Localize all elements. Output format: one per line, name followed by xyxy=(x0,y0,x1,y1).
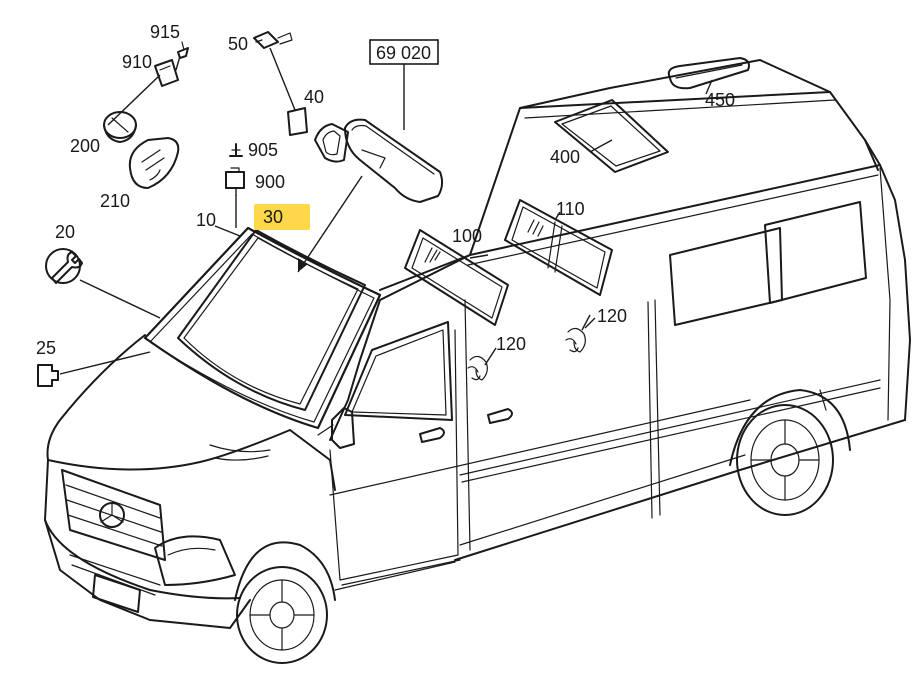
windshield-seal-part-30[interactable] xyxy=(177,229,366,411)
label-910: 910 xyxy=(122,52,152,72)
side-window-part-100[interactable] xyxy=(404,229,509,326)
side-window-part-110[interactable] xyxy=(504,199,613,296)
leader-lines xyxy=(59,47,713,375)
front-wheel xyxy=(236,566,328,664)
side-mirror xyxy=(317,407,355,449)
label-900: 900 xyxy=(255,172,285,192)
mirror-pad-part-40[interactable] xyxy=(287,107,308,136)
label-69020: 69 020 xyxy=(376,43,431,63)
clip-part-120-left[interactable] xyxy=(467,355,488,381)
sunroof-part-400[interactable] xyxy=(554,99,669,173)
pin-part-905[interactable] xyxy=(229,143,243,157)
interior-mirror-part-69020[interactable] xyxy=(344,118,444,203)
label-210: 210 xyxy=(100,191,130,211)
mirror-base-part-40a[interactable] xyxy=(314,123,349,163)
label-50: 50 xyxy=(228,34,248,54)
clip-icon xyxy=(37,364,59,387)
label-120-a: 120 xyxy=(496,334,526,354)
label-450: 450 xyxy=(705,90,735,110)
van-body xyxy=(44,59,911,664)
label-20: 20 xyxy=(55,222,75,242)
part-labels: 915 910 200 210 50 40 69 020 450 400 905… xyxy=(36,22,735,358)
label-905: 905 xyxy=(248,140,278,160)
sensor-cover-part-210[interactable] xyxy=(128,137,180,189)
label-30-highlight xyxy=(254,204,310,230)
connector-part-900[interactable] xyxy=(225,167,245,189)
label-69020-box xyxy=(369,39,439,65)
roof-vent-part-450[interactable] xyxy=(667,57,750,90)
label-30: 30 xyxy=(263,207,283,227)
connector-part-910[interactable] xyxy=(154,59,179,87)
label-200: 200 xyxy=(70,136,100,156)
clip-part-120-right[interactable] xyxy=(565,327,586,353)
label-100: 100 xyxy=(452,226,482,246)
label-120-b: 120 xyxy=(597,306,627,326)
rain-sensor-part-200[interactable] xyxy=(103,111,137,143)
label-110: 110 xyxy=(556,199,585,219)
screw-part-915[interactable] xyxy=(177,41,189,59)
label-400: 400 xyxy=(550,147,580,167)
label-10: 10 xyxy=(196,210,216,230)
label-40: 40 xyxy=(304,87,324,107)
label-25: 25 xyxy=(36,338,56,358)
wrench-icon xyxy=(45,248,83,284)
label-915: 915 xyxy=(150,22,180,42)
brand-logo xyxy=(99,502,125,528)
rear-wheel xyxy=(736,404,834,516)
adhesive-tube-part-50[interactable] xyxy=(253,31,293,49)
